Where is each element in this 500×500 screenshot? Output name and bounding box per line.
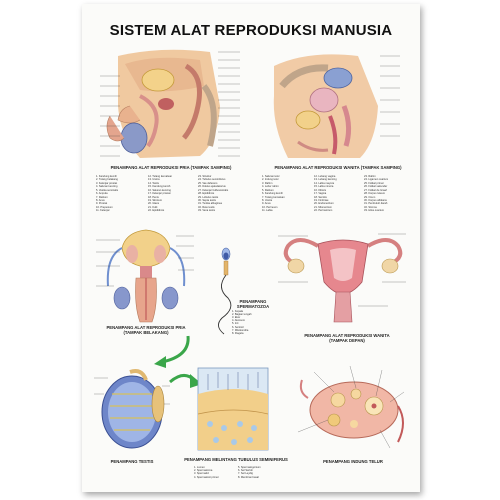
ovary-illustration bbox=[297, 365, 405, 449]
poster-title: SISTEM ALAT REPRODUKSI MANUSIA bbox=[109, 22, 393, 39]
poster: SISTEM ALAT REPRODUKSI MANUSIA PENAMPAN bbox=[82, 4, 420, 492]
sperm-legend: 1. Kepala 2. Bagian tengah 3. Ekor 4. Ak… bbox=[232, 310, 252, 335]
sperm-legend-item: 2. Bagian tengah bbox=[232, 313, 252, 317]
caption-sperm-line2: SPERMATOZOA bbox=[236, 303, 270, 309]
caption-female-front: PENAMPANG ALAT REPRODUKSI WANITA (TAMPAK… bbox=[282, 333, 412, 343]
caption-sperm-line1: PENAMPANG bbox=[239, 299, 267, 304]
sperm-legend-item: 7. Mitokondria bbox=[232, 328, 249, 332]
caption-spermatozoa: PENAMPANG SPERMATOZOA bbox=[230, 299, 276, 309]
sperm-legend-item: 8. Flagela bbox=[232, 331, 244, 335]
female-side-illustration bbox=[268, 46, 408, 164]
male-back-illustration bbox=[96, 229, 194, 323]
caption-female-front-line1: PENAMPANG ALAT REPRODUKSI WANITA bbox=[304, 333, 390, 338]
caption-tubule: PENAMPANG MELINTANG TUBULUS SEMINIFERUS bbox=[184, 457, 288, 462]
caption-male-back-line1: PENAMPANG ALAT REPRODUKSI PRIA bbox=[106, 325, 186, 330]
sperm-legend-item: 4. Akrosom bbox=[232, 319, 245, 323]
caption-female-side: PENAMPANG ALAT REPRODUKSI WANITA (TAMPAK… bbox=[274, 165, 402, 170]
testis-illustration bbox=[94, 369, 170, 449]
caption-male-back: PENAMPANG ALAT REPRODUKSI PRIA (TAMPAK B… bbox=[84, 325, 208, 335]
caption-female-front-line2: (TAMPAK DEPAN) bbox=[329, 337, 365, 343]
caption-ovary: PENAMPANG INDUNG TELUR bbox=[323, 459, 383, 464]
arrow-icon bbox=[154, 335, 190, 368]
sperm-legend-item: 3. Ekor bbox=[232, 316, 241, 320]
spermatozoa-illustration bbox=[218, 247, 232, 335]
sperm-legend-item: 1. Kepala bbox=[232, 310, 243, 313]
caption-male-side: PENAMPANG ALAT REPRODUKSI PRIA (TAMPAK S… bbox=[110, 165, 232, 170]
tubule-illustration bbox=[197, 367, 269, 451]
caption-male-back-line2: (TAMPAK BELAKANG) bbox=[123, 329, 169, 335]
female-front-illustration bbox=[278, 233, 406, 323]
sperm-legend-item: 6. Sentriol bbox=[232, 325, 244, 329]
caption-testis: PENAMPANG TESTIS bbox=[110, 459, 154, 464]
male-side-illustration bbox=[100, 46, 240, 164]
sperm-legend-item: 5. Inti bbox=[232, 322, 239, 326]
